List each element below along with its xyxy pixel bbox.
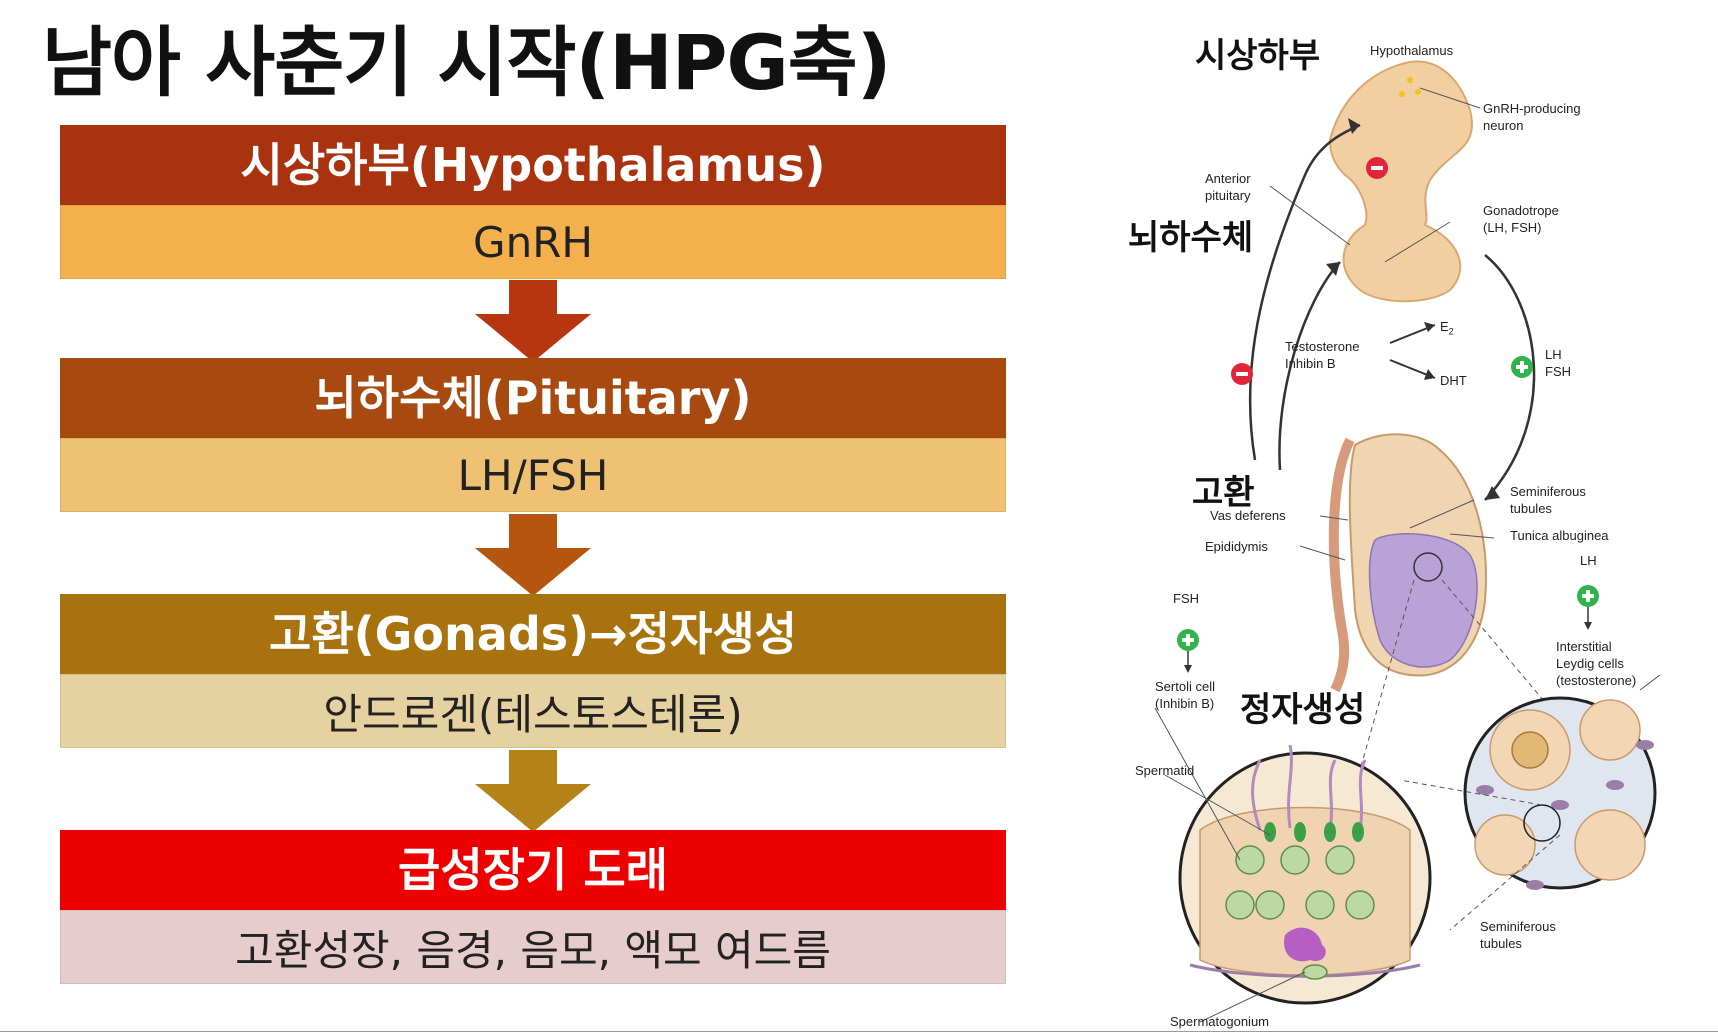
- label-dht: DHT: [1440, 373, 1467, 388]
- label-hypothalamus-kr: 시상하부: [1195, 36, 1321, 76]
- label-epididymis: Epididymis: [1205, 539, 1268, 554]
- label-gonadotrope: Gonadotrope (LH, FSH): [1483, 203, 1559, 235]
- label-testosterone: Testosterone Inhibin B: [1285, 339, 1360, 371]
- hpg-axis-diagram: 시상하부 뇌하수체 고환 정자생성 Hypothalamus GnRH-prod…: [1090, 0, 1718, 1035]
- label-e2-base: E: [1440, 319, 1449, 334]
- label-spermatogonium: Spermatogonium: [1170, 1014, 1269, 1029]
- step-head: 고환(Gonads)→정자생성: [60, 594, 1006, 674]
- step-sub: 고환성장, 음경, 음모, 액모 여드름: [60, 910, 1006, 984]
- label-e2-sub: 2: [1448, 326, 1454, 337]
- minus-icon: [1366, 157, 1388, 179]
- bottom-divider: [0, 1031, 1718, 1032]
- down-arrow-icon: [475, 280, 591, 362]
- step-pituitary: 뇌하수체(Pituitary) LH/FSH: [60, 358, 1006, 512]
- label-hypothalamus: Hypothalamus: [1370, 43, 1454, 58]
- label-tunica-albuginea: Tunica albuginea: [1510, 528, 1609, 543]
- label-leydig-cells: Interstitial Leydig cells (testosterone): [1556, 639, 1637, 688]
- step-sub: GnRH: [60, 205, 1006, 279]
- label-seminiferous-tubules: Seminiferous tubules: [1510, 484, 1586, 516]
- step-head: 뇌하수체(Pituitary): [60, 358, 1006, 438]
- label-anterior-pituitary: Anterior pituitary: [1205, 171, 1251, 203]
- label-lh-fsh: LH FSH: [1545, 347, 1571, 379]
- minus-icon: [1231, 363, 1253, 385]
- label-lh: LH: [1580, 553, 1597, 568]
- label-gnrh-neuron: GnRH-producing neuron: [1483, 101, 1581, 133]
- step-head: 급성장기 도래: [60, 830, 1006, 910]
- hpg-illustration: [1154, 60, 1661, 1023]
- label-pituitary-kr: 뇌하수체: [1128, 218, 1254, 258]
- down-arrow-icon: [475, 750, 591, 832]
- plus-icon: [1511, 356, 1533, 378]
- step-growth-spurt: 급성장기 도래 고환성장, 음경, 음모, 액모 여드름: [60, 830, 1006, 984]
- label-vas-deferens: Vas deferens: [1210, 508, 1286, 523]
- plus-icon: [1577, 585, 1599, 607]
- page-title: 남아 사춘기 시작(HPG축): [42, 18, 891, 107]
- label-testis-kr: 고환: [1192, 473, 1255, 513]
- label-seminiferous-tubules-2: Seminiferous tubules: [1480, 919, 1556, 951]
- label-spermatogenesis-kr: 정자생성: [1240, 690, 1366, 730]
- step-hypothalamus: 시상하부(Hypothalamus) GnRH: [60, 125, 1006, 279]
- step-gonads: 고환(Gonads)→정자생성 안드로겐(테스토스테론): [60, 594, 1006, 748]
- label-fsh: FSH: [1173, 591, 1199, 606]
- label-spermatid: Spermatid: [1135, 763, 1195, 778]
- step-sub: 안드로겐(테스토스테론): [60, 674, 1006, 748]
- step-sub: LH/FSH: [60, 438, 1006, 512]
- label-sertoli-cell: Sertoli cell (Inhibin B): [1155, 679, 1215, 711]
- plus-icon: [1177, 629, 1199, 651]
- step-head: 시상하부(Hypothalamus): [60, 125, 1006, 205]
- label-e2: E2: [1440, 318, 1454, 341]
- down-arrow-icon: [475, 514, 591, 596]
